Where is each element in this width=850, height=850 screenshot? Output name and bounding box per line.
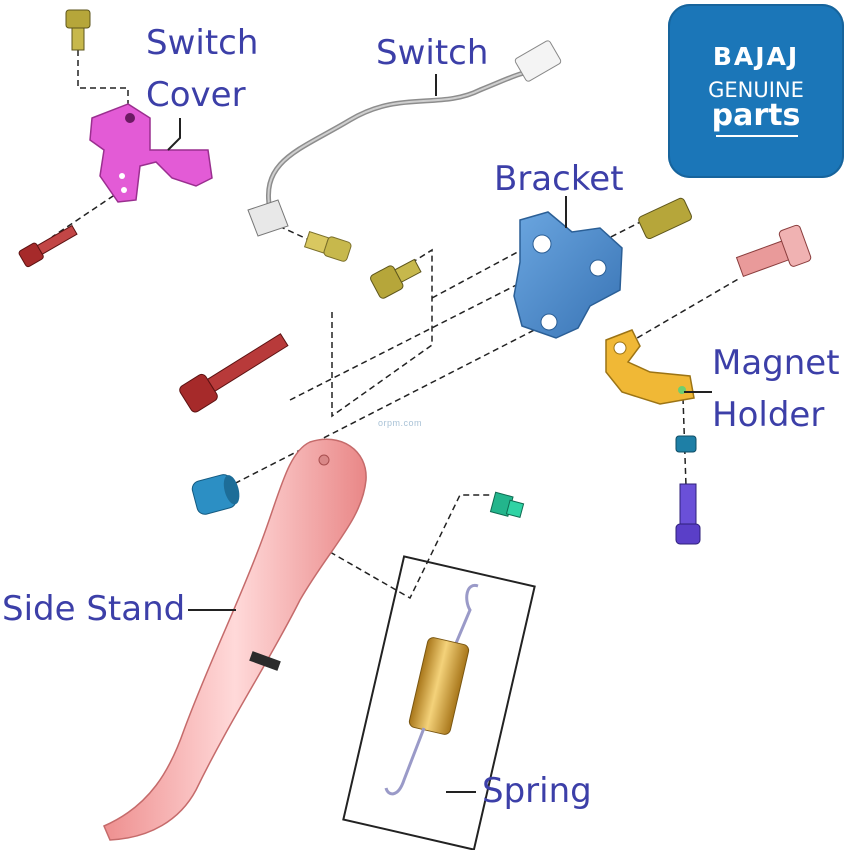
red-small-screw [18, 224, 78, 268]
assembly-lines [51, 50, 741, 600]
logo-line1: GENUINE [708, 78, 804, 102]
label-bracket: Bracket [494, 159, 624, 199]
label-magnet-holder-line2: Holder [712, 395, 825, 435]
assembly-line-spring [329, 494, 490, 600]
pivot-bolt [735, 224, 812, 277]
purple-screw [675, 483, 701, 545]
label-switch-cover-line2: Cover [146, 75, 246, 115]
bracket-part [513, 211, 623, 339]
switch-cover-part [89, 103, 213, 203]
switch-part [247, 40, 562, 237]
top-olive-bolt [65, 9, 91, 51]
olive-screw-switch [303, 230, 352, 262]
magnet-holder-part [605, 329, 695, 405]
leader-lines [167, 74, 712, 793]
side-stand-part [103, 438, 367, 841]
red-long-bolt [179, 333, 289, 413]
leader-switch-cover [167, 118, 181, 151]
assembly-line-pivot-bolt [619, 277, 741, 349]
assembly-line-cover-bolt [77, 50, 129, 118]
green-clip [489, 491, 525, 519]
label-side-stand: Side Stand [2, 589, 186, 629]
label-spring: Spring [482, 771, 592, 811]
logo-underline [716, 135, 798, 137]
magnet-nut [675, 435, 697, 453]
label-switch: Switch [376, 33, 489, 73]
label-magnet-holder-line1: Magnet [712, 343, 840, 383]
watermark: orpm.com [378, 418, 423, 428]
olive-screw-center [370, 258, 422, 299]
olive-nut [638, 197, 693, 240]
logo-brand: BAJAJ [712, 42, 800, 71]
blue-pin [191, 474, 240, 515]
bajaj-genuine-parts-logo: BAJAJ GENUINE parts [668, 4, 844, 178]
spring-part [342, 555, 536, 850]
label-switch-cover-line1: Switch [146, 23, 259, 63]
assembly-line-main-zigzag [331, 248, 433, 418]
assembly-line-cover-screw [51, 189, 123, 238]
logo-line2: parts [711, 98, 801, 133]
